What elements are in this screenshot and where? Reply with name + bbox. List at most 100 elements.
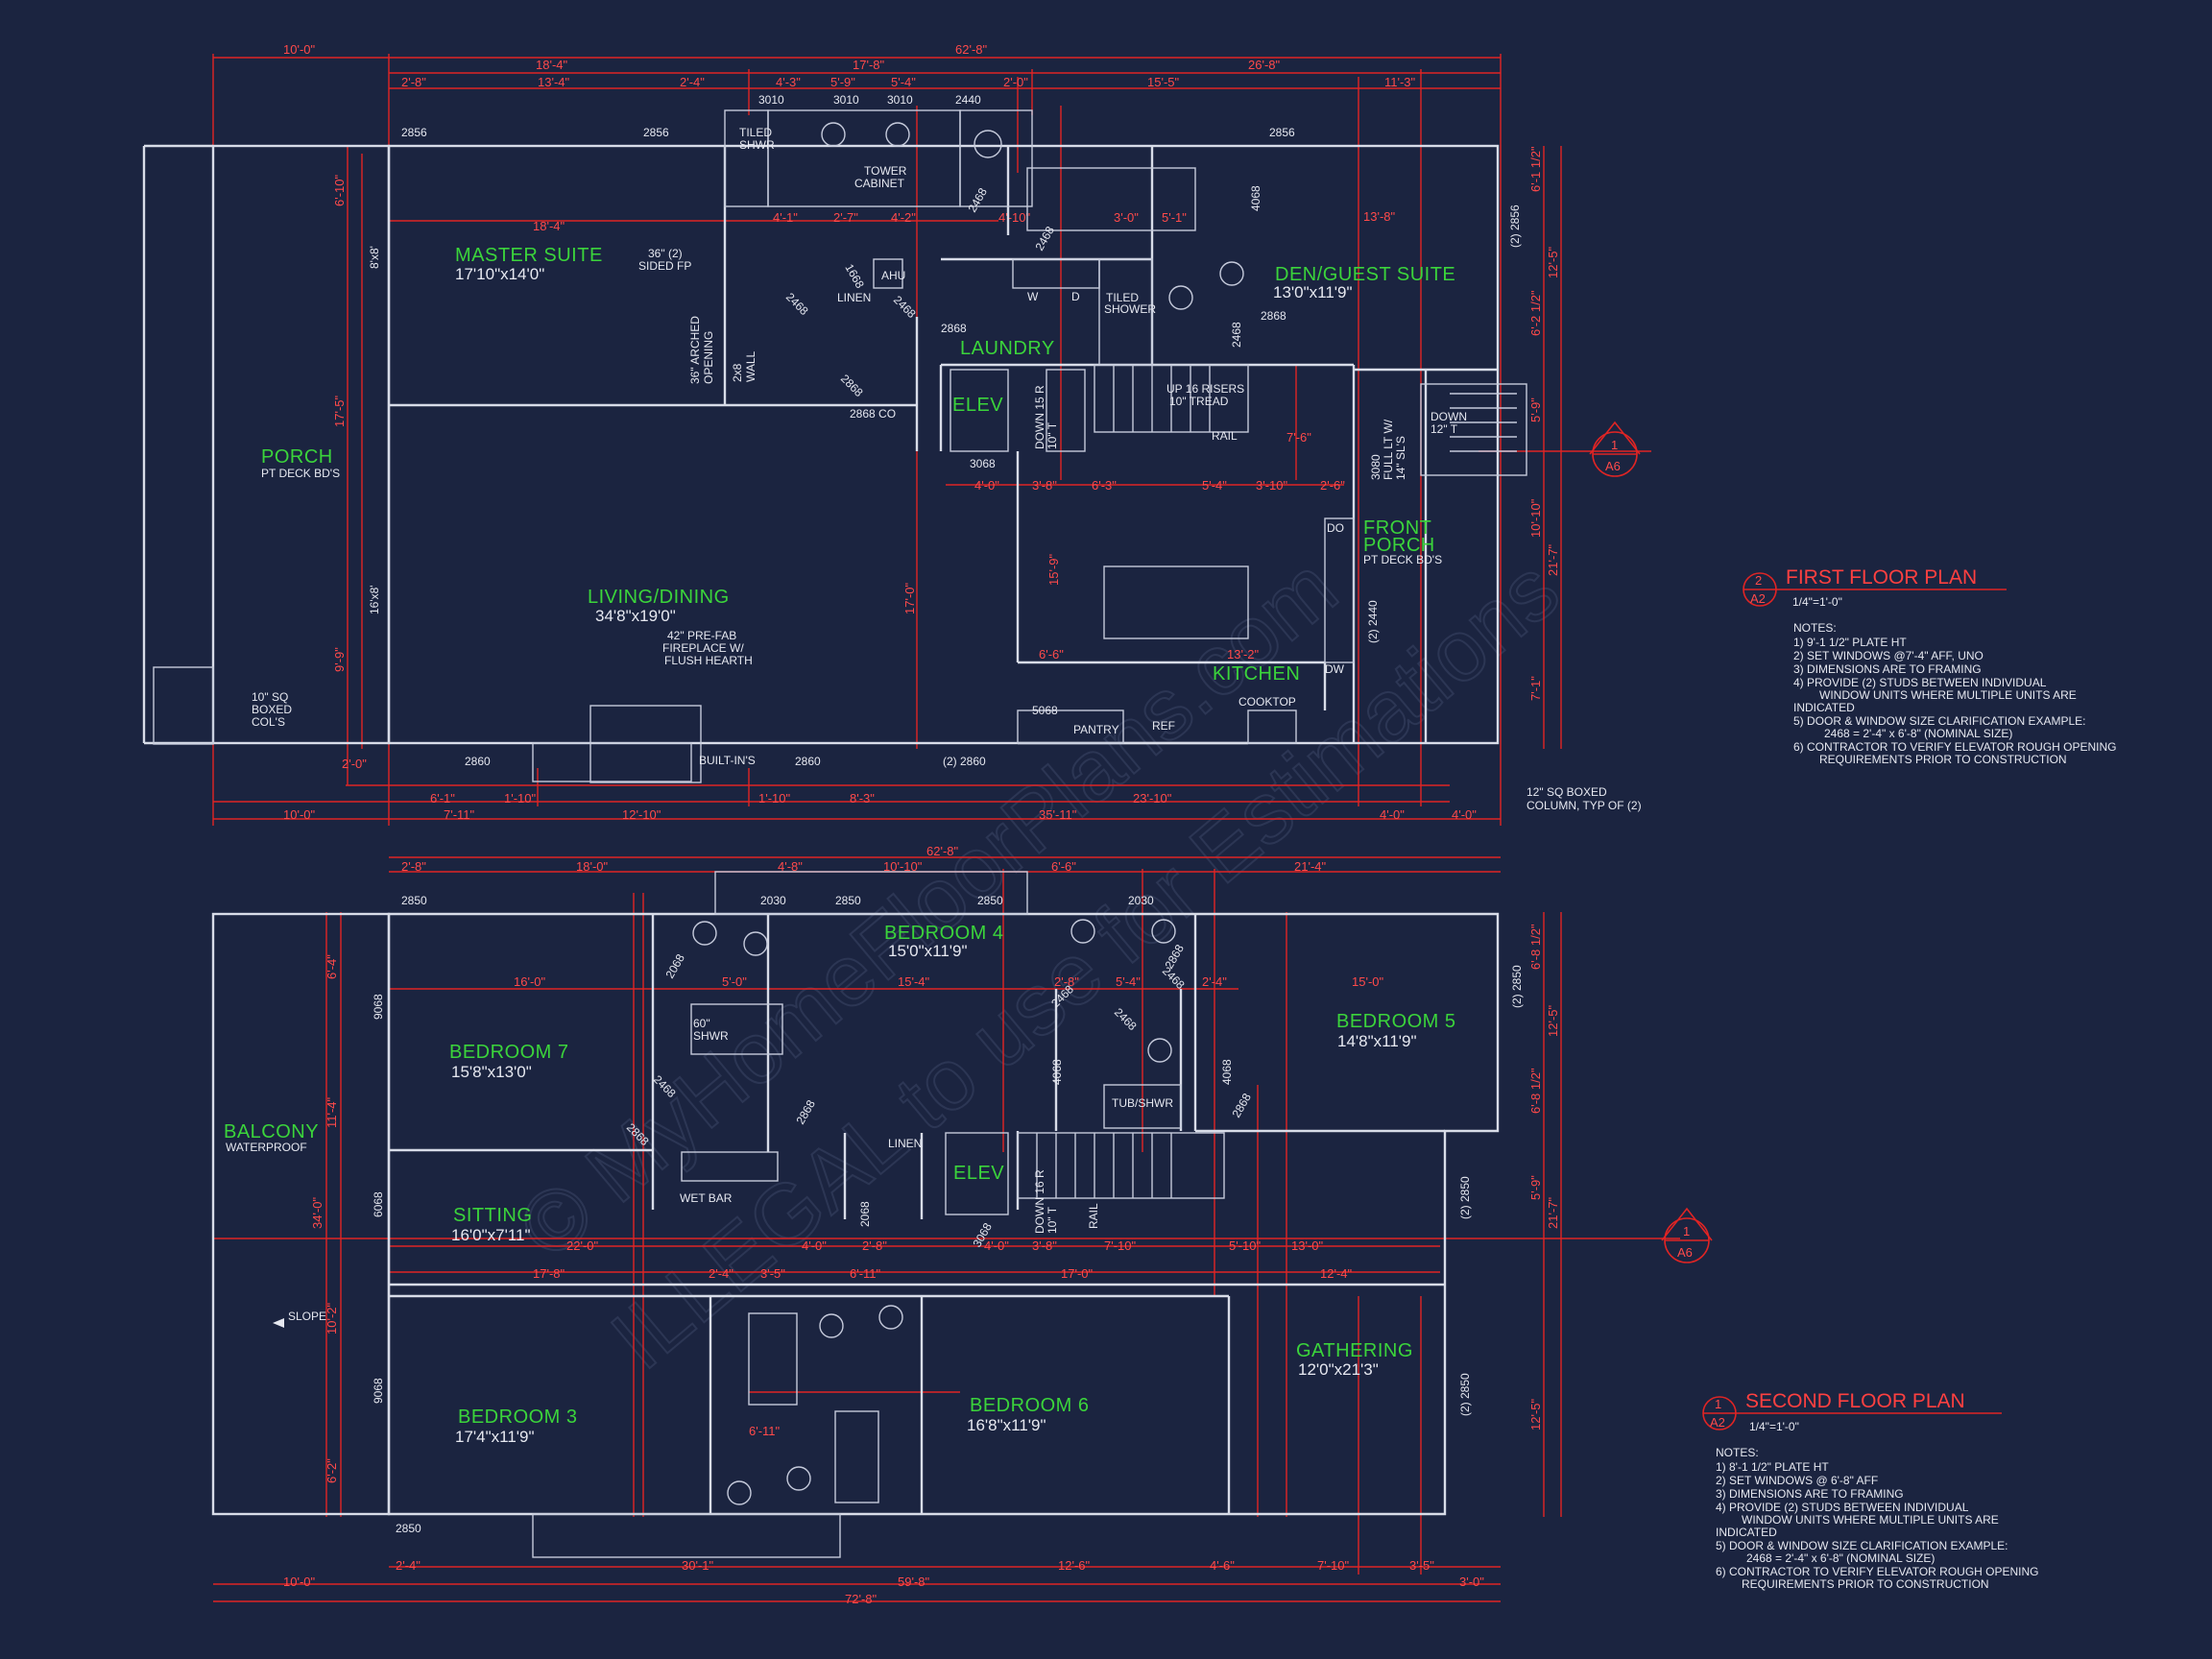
plan-title: FIRST FLOOR PLAN [1786,566,1977,589]
door-tag: 2868 [1261,309,1286,323]
fixture-label: TILED [739,126,772,139]
plan-title: SECOND FLOOR PLAN [1745,1390,1965,1412]
dim-label: 4'-0" [1452,807,1477,822]
dim-label: 21'-4" [1294,859,1327,874]
door-tag: 5068 [1032,704,1058,717]
door-tag: 2468 [1112,1005,1140,1033]
note-line: 5) DOOR & WINDOW SIZE CLARIFICATION EXAM… [1793,714,2085,728]
room-name: MASTER SUITE [455,245,603,266]
room-size: 12'0"x21'3" [1298,1360,1379,1379]
notes-heading: NOTES: [1716,1446,1759,1459]
fixture-label: SHWR [693,1029,729,1043]
note-line: 2468 = 2'-4" x 6'-8" (NOMINAL SIZE) [1746,1551,1935,1565]
window-tag: 2030 [1128,894,1154,907]
note-line: 4) PROVIDE (2) STUDS BETWEEN INDIVIDUAL [1793,676,2047,689]
window-tag: 2850 [401,894,427,907]
room-name: BEDROOM 5 [1336,1011,1456,1032]
dim-label: 2'-8" [1054,974,1079,989]
dim-label: 6'-3" [1092,478,1117,493]
dim-label: 17'-8" [533,1266,565,1281]
dim-label: 6'-11" [850,1266,881,1281]
fixture-label: OPENING [702,331,715,384]
dim-label: 18'-4" [536,58,568,72]
window-label: 16'x8' [368,585,381,614]
dim-label: 2'-4" [680,75,705,89]
note-line: 6) CONTRACTOR TO VERIFY ELEVATOR ROUGH O… [1716,1565,2039,1578]
dim-label: 6'-2 1/2" [1528,290,1543,336]
dim-label: 8'-3" [850,791,875,805]
dim-label: 12'-5" [1546,246,1560,278]
room-size: 16'0"x7'11" [451,1226,531,1244]
fixture-label: COL'S [252,715,285,729]
dim-label: 15'-4" [898,974,930,989]
window-tag: 9068 [372,994,385,1020]
room-size: 15'8"x13'0" [451,1063,532,1081]
window-tag: (2) 2856 [1508,204,1522,248]
dim-label: 3'-0" [1459,1575,1484,1589]
note-line: 2) SET WINDOWS @7'-4" AFF, UNO [1793,649,1984,662]
fixture-label: 36" ARCHED [688,316,702,384]
room-size: 15'0"x11'9" [888,942,968,960]
fixture-label: AHU [881,269,905,282]
plan-tag-number: 2 [1755,573,1762,588]
dim-label: 17'-0" [1061,1266,1094,1281]
fixture-label: COOKTOP [1238,695,1296,709]
fixture-label: DOWN 15 R [1033,385,1046,449]
second-floor-dimension-lines [213,856,1680,1602]
window-tag: 2850 [977,894,1003,907]
dim-label: 5'-4" [1202,478,1227,493]
fixture-label: TUB/SHWR [1112,1096,1173,1110]
fixture-label: REF [1152,719,1175,733]
dim-label: 6'-6" [1039,647,1064,661]
dim-label: 2'-0" [1003,75,1028,89]
dim-label: 35'-11" [1039,807,1077,822]
second-floor-dimension-labels: 62'-8" 2'-8" 18'-0" 4'-8" 10'-10" 6'-6" … [283,844,1560,1606]
window-tag: (2) 2850 [1458,1176,1472,1219]
room-name: ELEV [953,1163,1004,1184]
second-floor-plan: 62'-8" 2'-8" 18'-0" 4'-8" 10'-10" 6'-6" … [211,844,2039,1606]
dim-label: 18'-4" [533,219,565,233]
first-floor-walls [142,109,1527,783]
window-tag: 3010 [887,93,913,107]
fixture-label: WET BAR [680,1191,733,1205]
dim-label: 12'-6" [1058,1558,1091,1573]
fixture-label: BUILT-IN'S [699,754,756,767]
dim-label: 59'-8" [898,1575,930,1589]
window-tag: 2030 [760,894,786,907]
section-number: 1 [1611,438,1618,452]
room-size: 14'8"x11'9" [1337,1032,1417,1050]
plan-tag-sheet: A2 [1750,591,1766,606]
plan-scale: 1/4"=1'-0" [1749,1420,1799,1433]
note-line: INDICATED [1716,1526,1777,1539]
note-line: 1) 8'-1 1/2" PLATE HT [1716,1460,1829,1474]
dim-label: 13'-2" [1227,647,1260,661]
dim-label: 17'-0" [902,582,917,614]
fixture-label: RAIL [1087,1203,1100,1229]
fixture-label: DW [1325,662,1345,676]
dim-label: 4'-10" [998,210,1031,225]
dim-label: 3'-5" [760,1266,785,1281]
note-line: INDICATED [1793,701,1855,714]
room-name: GATHERING [1296,1340,1413,1361]
room-size: 17'4"x11'9" [455,1428,535,1446]
door-tag: 2868 [838,372,866,399]
fixture-label: LINEN [888,1137,922,1150]
dim-label: 2'-8" [401,75,426,89]
section-marker-first: 1 A6 [1589,421,1641,477]
door-tag: 2468 [783,290,811,318]
note-line: 3) DIMENSIONS ARE TO FRAMING [1793,662,1982,676]
window-tag: 3010 [833,93,859,107]
window-tag: 2856 [643,126,669,139]
fixture-label: FULL LT W/ [1382,419,1395,480]
room-name: LAUNDRY [960,338,1055,359]
dim-label: 15'-5" [1147,75,1180,89]
dim-label: 11'-4" [325,1096,339,1128]
dim-label: 2'-6" [1320,478,1345,493]
note-line: 6) CONTRACTOR TO VERIFY ELEVATOR ROUGH O… [1793,740,2117,754]
dim-label: 10'-10" [1528,498,1543,538]
dim-label: 5'-4" [891,75,916,89]
door-tag: 4068 [1050,1059,1064,1085]
section-sheet: A6 [1605,459,1621,473]
window-tag: 6068 [372,1191,385,1217]
door-tag: 2468 [1032,224,1057,252]
